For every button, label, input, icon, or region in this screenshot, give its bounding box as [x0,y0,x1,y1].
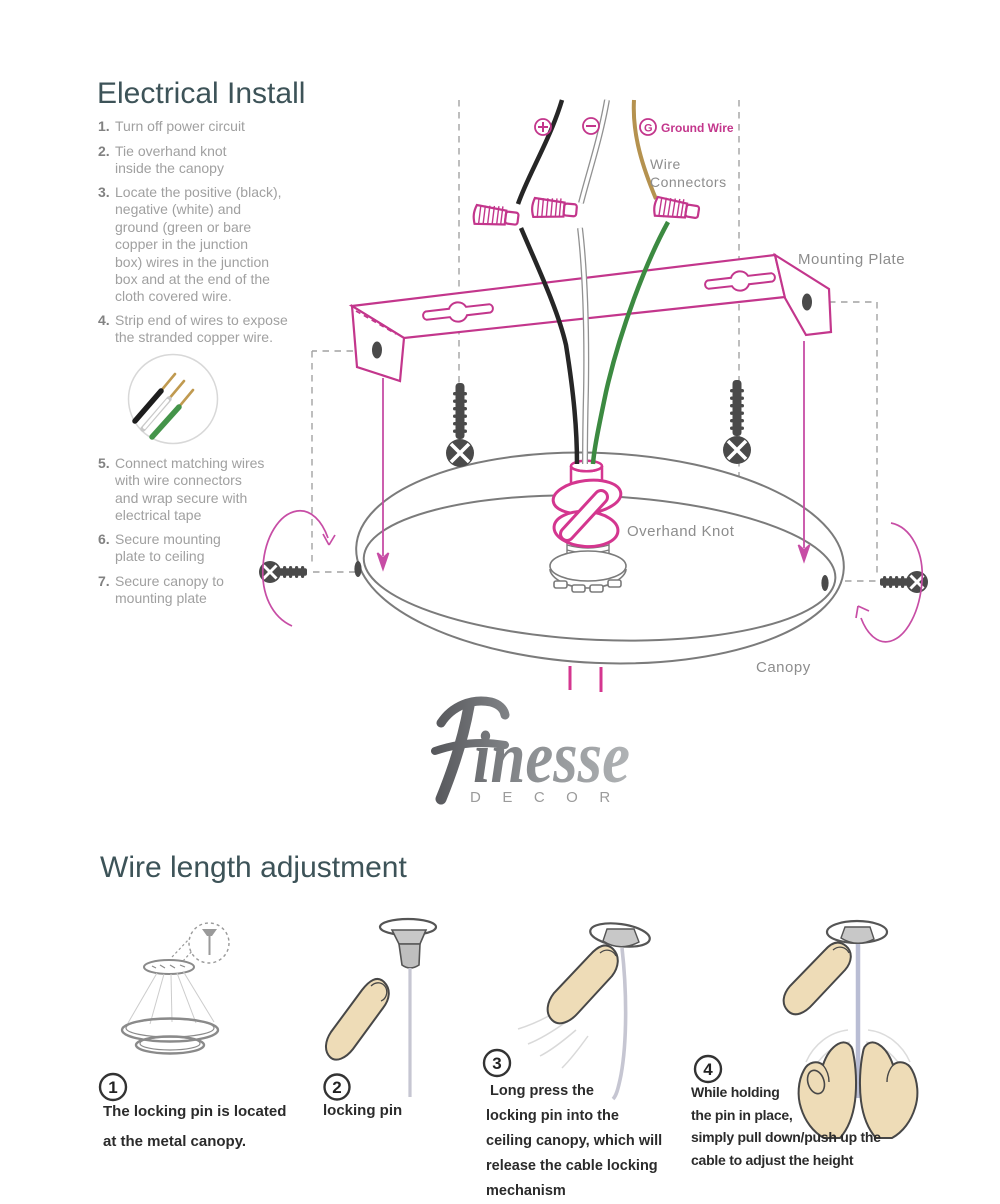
svg-text:Canopy: Canopy [756,659,811,676]
svg-text:Wire: Wire [650,156,681,172]
svg-text:G: G [644,123,653,135]
svg-text:DECOR: DECOR [470,789,632,806]
svg-text:Mounting Plate: Mounting Plate [798,251,905,268]
svg-text:inesse: inesse [473,717,630,799]
svg-text:Ground Wire: Ground Wire [661,121,734,135]
svg-text:Connectors: Connectors [650,174,727,190]
svg-text:1: 1 [108,1078,117,1097]
svg-text:3: 3 [492,1054,501,1073]
svg-text:2: 2 [332,1078,341,1097]
svg-text:4: 4 [703,1060,713,1079]
svg-text:Overhand Knot: Overhand Knot [627,523,735,540]
